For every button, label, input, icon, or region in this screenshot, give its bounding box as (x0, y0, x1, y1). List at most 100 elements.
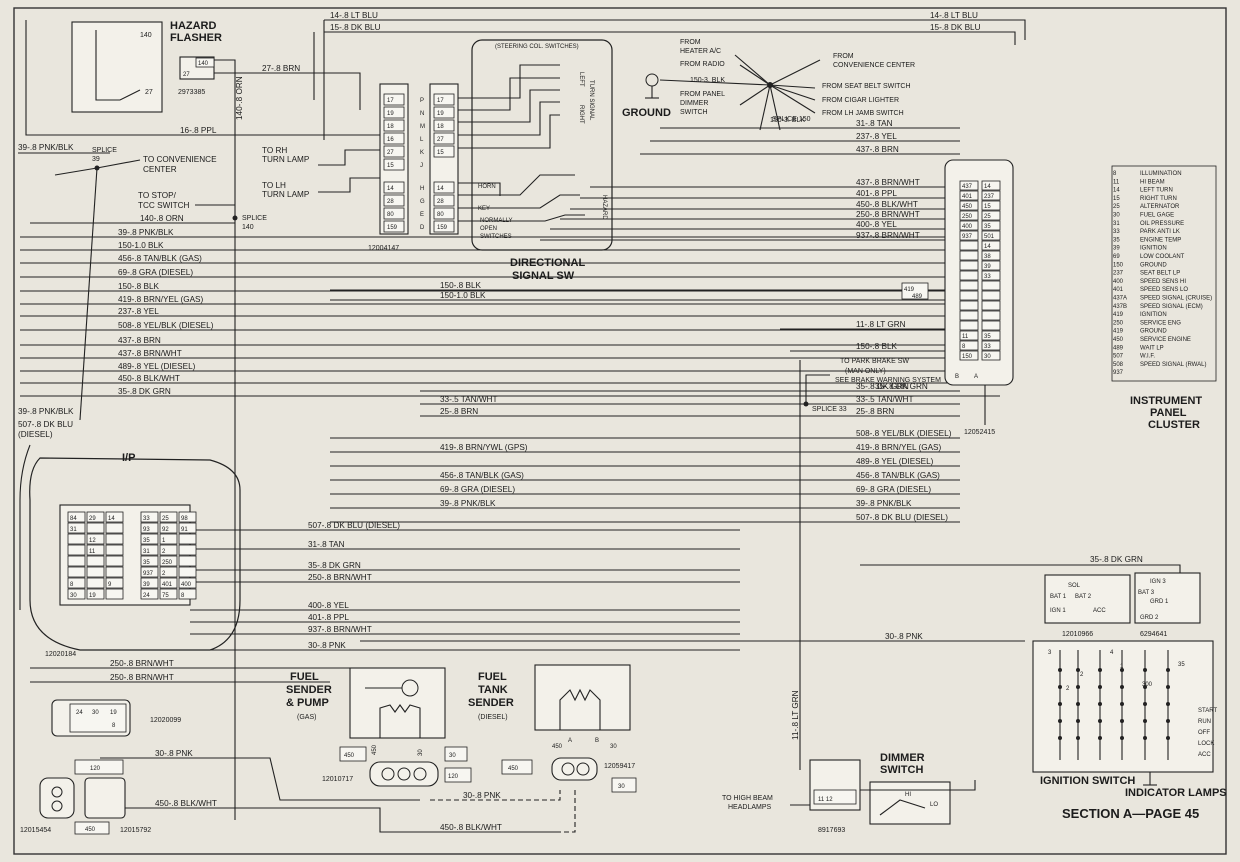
pin-label: 39 (984, 264, 991, 270)
normally-label: SWITCHES (480, 234, 512, 240)
wire-label: 31-.8 TAN (308, 540, 345, 549)
pin-label: 31 (70, 527, 77, 533)
contact (1076, 702, 1080, 706)
splice-150-label: SPLICE 150 (772, 116, 811, 123)
contact (1166, 702, 1170, 706)
pin-label: 25 (984, 214, 991, 220)
wire-label: 489-.8 YEL (DIESEL) (118, 362, 196, 371)
legend-num: 508 (1113, 362, 1124, 368)
wire-label: 25-.8 BRN (440, 407, 478, 416)
wire-label: 450-.8 BLK/WHT (856, 200, 918, 209)
pin-label: 30 (418, 749, 424, 756)
pin-label: 18 (387, 124, 394, 130)
pin-label: 93 (143, 527, 150, 533)
wire-label: 419-.8 BRN/YEL (GAS) (118, 295, 204, 304)
pin-label: 14 (984, 184, 991, 190)
legend-name: SERVICE ENGINE (1140, 337, 1191, 343)
wire-label: 401-.8 PPL (308, 613, 349, 622)
legend-name: ALTERNATOR (1140, 204, 1180, 210)
contact (1120, 719, 1124, 723)
legend-name: PARK ANTI LK (1140, 229, 1180, 235)
from-label: FROM SEAT BELT SWITCH (822, 83, 911, 90)
ign-part-number: 12010966 (1062, 631, 1093, 638)
wire-label: 437-.8 BRN/WHT (118, 349, 182, 358)
to-label: CENTER (143, 165, 177, 174)
pin-label: 2 (162, 549, 166, 555)
splice-33-label: SPLICE 33 (812, 406, 847, 413)
section-footer: SECTION A—PAGE 45 (1062, 806, 1199, 821)
wire-label: 456-.8 TAN/BLK (GAS) (118, 254, 202, 263)
pin-label: 12 (89, 538, 96, 544)
contact (1120, 685, 1124, 689)
ign-position: ACC (1198, 752, 1211, 758)
wire-label: 508-.8 YEL/BLK (DIESEL) (118, 321, 214, 330)
wire-label: 489-.8 YEL (DIESEL) (856, 457, 934, 466)
legend-num: 450 (1113, 337, 1124, 343)
wire-label: 35-.8 DK GRN (856, 382, 909, 391)
flasher-part-number: 2973385 (178, 89, 205, 96)
cluster-side: A (974, 374, 978, 380)
park-label: (MAN ONLY) (845, 368, 886, 375)
wire-label: 250-.8 BRN/WHT (856, 210, 920, 219)
pin-label: 14 (108, 516, 115, 522)
pin-label: 92 (162, 527, 169, 533)
contact (1076, 668, 1080, 672)
legend-num: 507 (1113, 354, 1124, 360)
pin-label: 937 (962, 234, 973, 240)
wire-label: 250-.8 BRN/WHT (110, 673, 174, 682)
key-label: KEY (478, 206, 490, 212)
wire-label: 69-.8 GRA (DIESEL) (440, 485, 515, 494)
wire-label: (DIESEL) (18, 430, 53, 439)
to-label: TO RH (262, 146, 287, 155)
contact (1058, 702, 1062, 706)
wire-label: 419-.8 BRN/YWL (GPS) (440, 443, 528, 452)
pin-label: 98 (181, 516, 188, 522)
wire-label: 35-.8 DK GRN (118, 387, 171, 396)
pin-label: 30 (449, 753, 456, 759)
ign-label: IGN 1 (1050, 608, 1066, 614)
contact (1143, 685, 1147, 689)
fuel-tank-sender: FUEL TANK SENDER (DIESEL) 450 A B 30 450… (468, 664, 637, 793)
contact (1058, 668, 1062, 672)
wire-bundle-top: 14-.8 LT BLU 15-.8 DK BLU 14-.8 LT BLU 1… (25, 11, 1026, 820)
dimmer-title: SWITCH (880, 764, 923, 776)
wire-label: 150-1.0 BLK (118, 241, 164, 250)
right-label: RIGHT (578, 105, 584, 124)
wire-label: 507-.8 DK BLU (DIESEL) (308, 521, 400, 530)
pin-label: 450 (85, 827, 96, 833)
ign-label: SOL (1068, 583, 1081, 589)
to-label: TO LH (262, 181, 286, 190)
pin-label: 16 (387, 137, 394, 143)
fuel-part-number: 12010717 (322, 776, 353, 783)
wire-label: 150-.8 BLK (118, 282, 160, 291)
pin-label: 15 (437, 150, 444, 156)
legend-num: 14 (1113, 188, 1120, 194)
park-label: SEE BRAKE WARNING SYSTEM (835, 377, 941, 384)
legend-num: 25 (1113, 204, 1120, 210)
dimmer-part-number: 8917693 (818, 827, 845, 834)
pin-label: 24 (76, 710, 83, 716)
pin-label: 8 (962, 344, 966, 350)
wire-label: 140-.8 ORN (140, 214, 184, 223)
wire-label: 39-.8 PNK/BLK (18, 407, 74, 416)
contact (1058, 685, 1062, 689)
pin-label: 35 (143, 560, 150, 566)
contact (1076, 685, 1080, 689)
pin-label: 450 (344, 753, 355, 759)
flasher-pin: 27 (145, 89, 153, 96)
wire-label: 30-.8 PNK (885, 632, 923, 641)
legend-name: GROUND (1140, 262, 1167, 268)
pin-letter: L (420, 137, 424, 143)
pin-letter: P (420, 98, 424, 104)
legend-num: 937 (1113, 370, 1124, 376)
splice-33-area: SPLICE 33 TO PARK BRAKE SW (MAN ONLY) SE… (803, 358, 941, 413)
ign-position: RUN (1198, 719, 1211, 725)
legend-name: SERVICE ENG (1140, 320, 1181, 326)
left-label: LEFT (578, 72, 584, 87)
connector-12020099: 24 30 19 8 12020099 (51, 699, 181, 737)
wire-label: 237-.8 YEL (118, 307, 159, 316)
pin-label: 450 (372, 744, 378, 755)
pin-label: 35 (984, 334, 991, 340)
pin-label: 80 (387, 212, 394, 218)
hazard-flasher: 140 27 HAZARD FLASHER 140 27 2973385 (71, 20, 222, 113)
